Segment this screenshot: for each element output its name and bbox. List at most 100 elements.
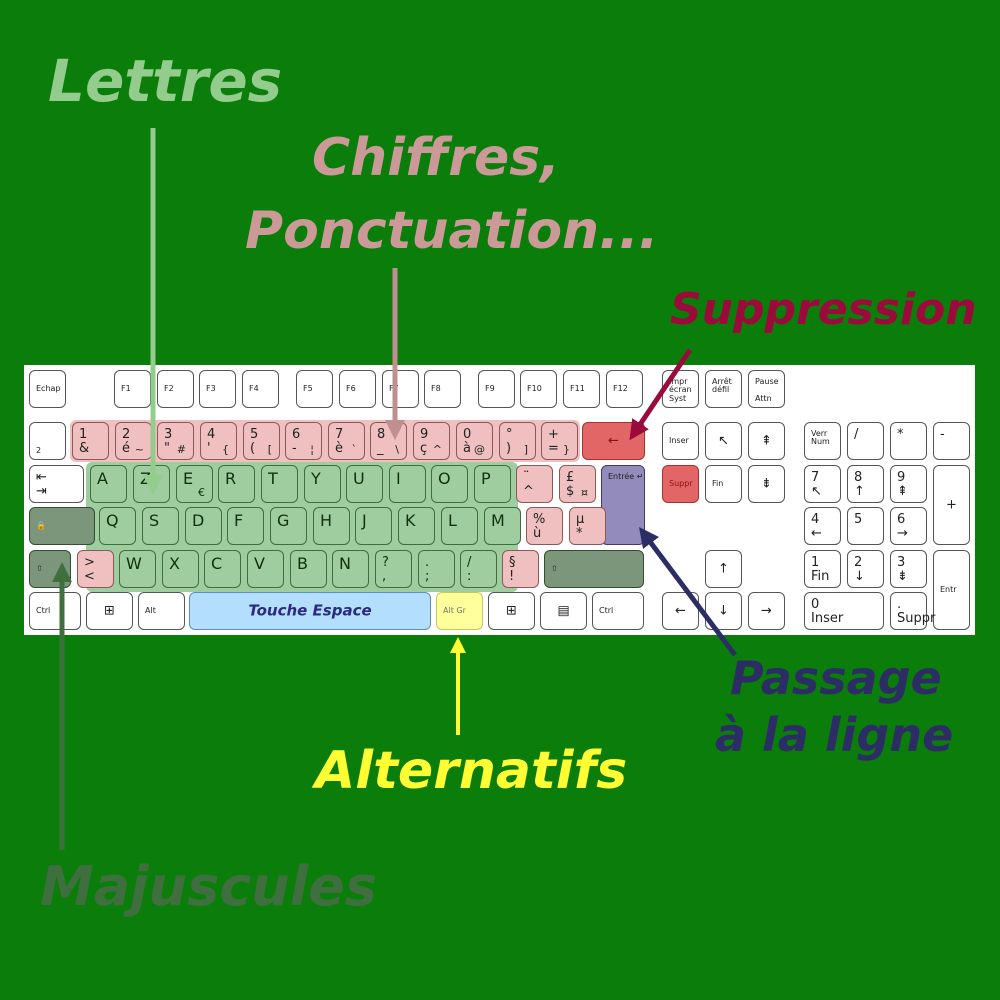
key-d[interactable]: D [185, 507, 222, 545]
key-ndiv[interactable]: / [847, 422, 884, 460]
key-p[interactable]: P [474, 465, 511, 503]
key-b[interactable]: B [290, 550, 327, 588]
key-colon[interactable]: /: [460, 550, 497, 588]
key-t[interactable]: T [261, 465, 298, 503]
key-w[interactable]: W [119, 550, 156, 588]
key-pound[interactable]: £$¤ [559, 465, 596, 503]
key-k[interactable]: K [398, 507, 435, 545]
key-rwin[interactable]: ⊞ [488, 592, 535, 630]
key-rctrl[interactable]: Ctrl [592, 592, 644, 630]
key-arret[interactable]: Arrêt défil [705, 370, 742, 408]
key-s[interactable]: S [142, 507, 179, 545]
key-n6[interactable]: 6→ [890, 507, 927, 545]
key-alt[interactable]: Alt [138, 592, 185, 630]
key-q[interactable]: Q [99, 507, 136, 545]
key-nmul[interactable]: * [890, 422, 927, 460]
key-g[interactable]: G [270, 507, 307, 545]
key-n3[interactable]: 3⇟ [890, 550, 927, 588]
key-label: S [149, 511, 160, 530]
key-nminus[interactable]: - [933, 422, 970, 460]
key-comma[interactable]: ?, [375, 550, 412, 588]
key-1[interactable]: 1& [72, 422, 109, 460]
key-n7[interactable]: 7↖ [804, 465, 841, 503]
key-echap[interactable]: Echap [29, 370, 66, 408]
key-a[interactable]: A [90, 465, 127, 503]
key-4[interactable]: 4'{ [200, 422, 237, 460]
key-n5[interactable]: 5 [847, 507, 884, 545]
key-f12[interactable]: F12 [606, 370, 643, 408]
key-f10[interactable]: F10 [520, 370, 557, 408]
key-f9[interactable]: F9 [478, 370, 515, 408]
key-6[interactable]: 6-¦ [285, 422, 322, 460]
key-lctrl[interactable]: Ctrl [29, 592, 81, 630]
key-home[interactable]: ↖ [705, 422, 742, 460]
key-f1[interactable]: F1 [114, 370, 151, 408]
key-nplus[interactable]: + [933, 465, 970, 545]
key-v[interactable]: V [247, 550, 284, 588]
key-u[interactable]: U [346, 465, 383, 503]
key-3[interactable]: 3"# [157, 422, 194, 460]
key-c[interactable]: C [204, 550, 241, 588]
key-x[interactable]: X [162, 550, 199, 588]
key-entree[interactable]: Entrée ↵ [601, 465, 645, 545]
key-trema[interactable]: ¨^ [516, 465, 553, 503]
key-semicolon[interactable]: .; [418, 550, 455, 588]
key-lwin[interactable]: ⊞ [86, 592, 133, 630]
key-right[interactable]: → [748, 592, 785, 630]
key-5[interactable]: 5([ [243, 422, 280, 460]
key-y[interactable]: Y [304, 465, 341, 503]
key-l[interactable]: L [441, 507, 478, 545]
key-lt[interactable]: >< [77, 550, 114, 588]
key-n8[interactable]: 8↑ [847, 465, 884, 503]
key-f5[interactable]: F5 [296, 370, 333, 408]
key-f11[interactable]: F11 [563, 370, 600, 408]
key-mu[interactable]: µ* [569, 507, 606, 545]
key-j[interactable]: J [355, 507, 392, 545]
key-h[interactable]: H [313, 507, 350, 545]
key-i[interactable]: I [389, 465, 426, 503]
key-space[interactable]: Touche Espace [189, 592, 431, 630]
key-e[interactable]: E€ [176, 465, 213, 503]
key-deg[interactable]: °)] [499, 422, 536, 460]
key-f4[interactable]: F4 [242, 370, 279, 408]
key-inser[interactable]: Inser [662, 422, 699, 460]
key-f7[interactable]: F7 [382, 370, 419, 408]
key-n9[interactable]: 9⇞ [890, 465, 927, 503]
key-rshift[interactable]: ⇧ [544, 550, 644, 588]
key-altgr[interactable]: Alt Gr [436, 592, 483, 630]
key-n[interactable]: N [332, 550, 369, 588]
key-n4[interactable]: 4← [804, 507, 841, 545]
key-up[interactable]: ↑ [705, 550, 742, 588]
key-f8[interactable]: F8 [424, 370, 461, 408]
key-f6[interactable]: F6 [339, 370, 376, 408]
key-fin[interactable]: Fin [705, 465, 742, 503]
key-f3[interactable]: F3 [199, 370, 236, 408]
key-o[interactable]: O [431, 465, 468, 503]
key-f2[interactable]: F2 [157, 370, 194, 408]
key-plus[interactable]: +=} [541, 422, 578, 460]
key-ndot[interactable]: .Suppr [890, 592, 935, 630]
key-backspace[interactable]: ← [582, 422, 645, 460]
key-menu[interactable]: ▤ [540, 592, 587, 630]
key-section[interactable]: §! [502, 550, 539, 588]
key-capslock[interactable]: 🔒 [29, 507, 95, 545]
key-suppr[interactable]: Suppr [662, 465, 699, 503]
key-m[interactable]: M [484, 507, 521, 545]
key-pgup[interactable]: ⇞ [748, 422, 785, 460]
key-n2[interactable]: 2↓ [847, 550, 884, 588]
key-tab[interactable]: ⇤⇥ [29, 465, 84, 503]
key-percent[interactable]: %ù [526, 507, 563, 545]
key-r[interactable]: R [218, 465, 255, 503]
key-square[interactable]: 2 [29, 422, 66, 460]
key-f[interactable]: F [227, 507, 264, 545]
key-nenter[interactable]: Entr [933, 550, 970, 630]
key-verrnum[interactable]: Verr Num [804, 422, 841, 460]
key-pgdn[interactable]: ⇟ [748, 465, 785, 503]
